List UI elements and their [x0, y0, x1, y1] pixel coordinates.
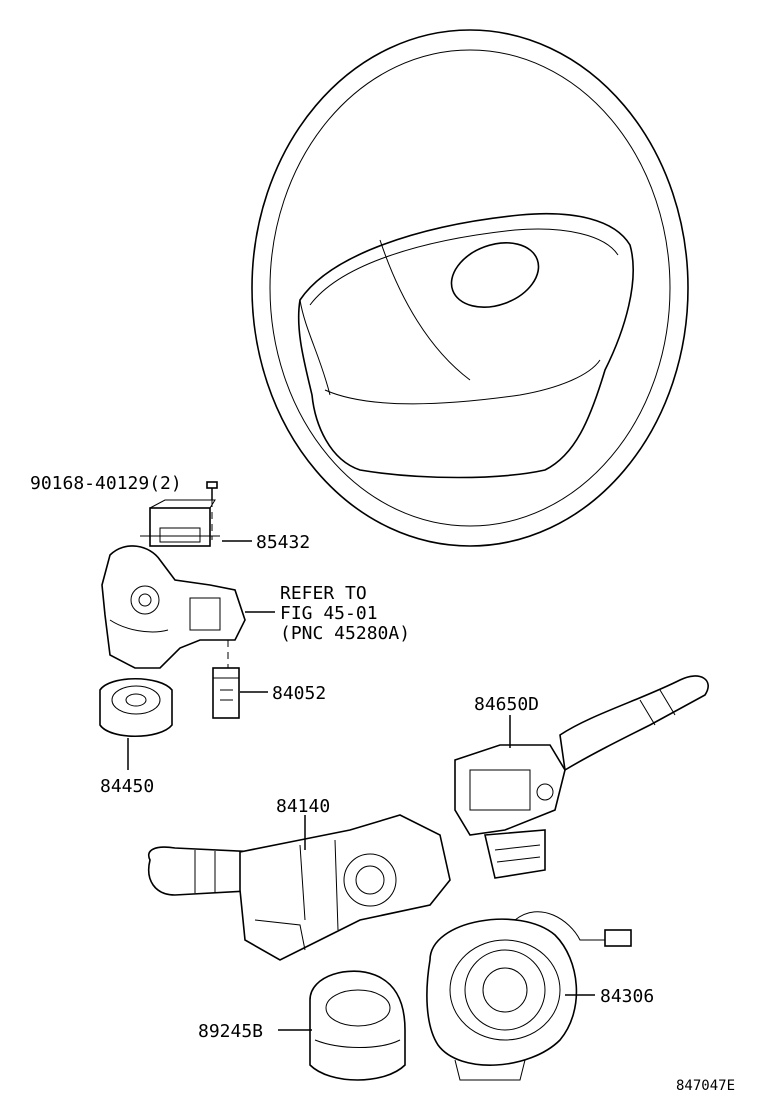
bolt: [206, 481, 218, 540]
label-refer-line2: FIG 45-01: [280, 603, 378, 624]
spiral-cable: [426, 911, 632, 1081]
figure-code: 847047E: [676, 1078, 735, 1094]
label-84450: 84450: [100, 776, 154, 797]
steering-angle-sensor: [278, 970, 406, 1081]
label-84306: 84306: [600, 986, 654, 1007]
label-refer-line1: REFER TO: [280, 583, 367, 604]
steering-lock-housing: [101, 545, 275, 669]
turn-signal-switch: [148, 814, 451, 961]
label-84140: 84140: [276, 796, 330, 817]
label-84052: 84052: [272, 683, 326, 704]
transponder-coil: [99, 677, 173, 770]
wiper-switch: [454, 675, 709, 879]
label-84650d: 84650D: [474, 694, 539, 715]
ignition-cylinder: [140, 499, 252, 547]
label-bolt: 90168-40129(2): [30, 473, 182, 494]
label-85432: 85432: [256, 532, 310, 553]
label-89245b: 89245B: [198, 1021, 263, 1042]
steering-wheel: [251, 29, 689, 547]
key-switch: [212, 640, 268, 719]
label-refer-line3: (PNC 45280A): [280, 623, 410, 644]
